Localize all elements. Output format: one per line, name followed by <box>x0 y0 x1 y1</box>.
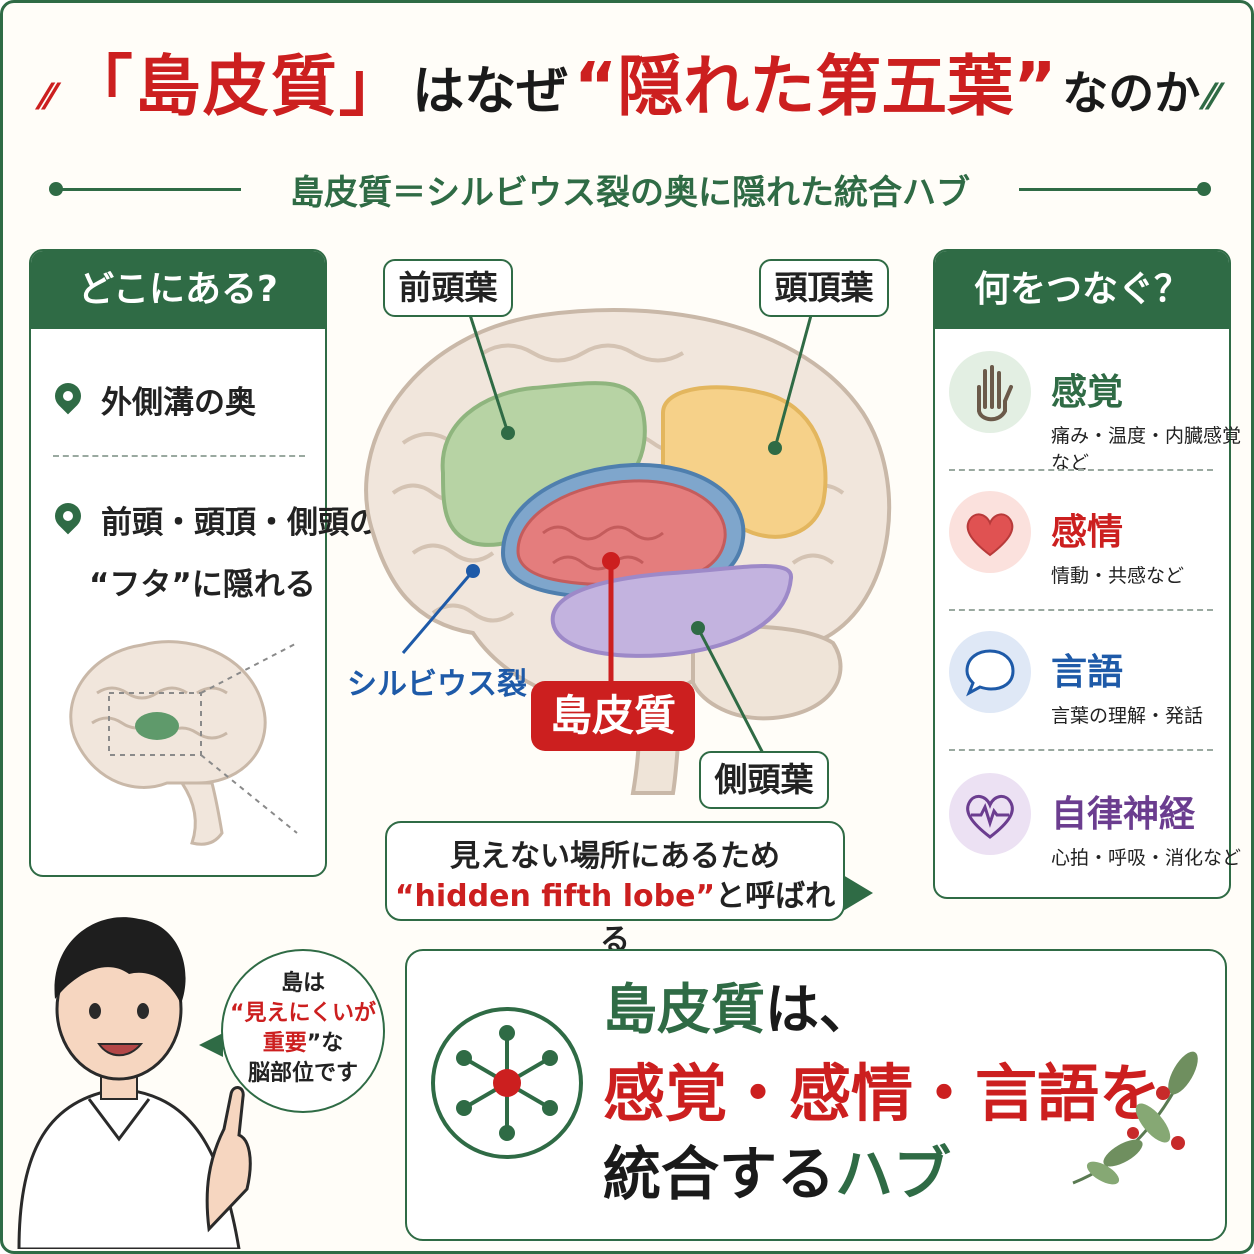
caption-line1: 見えない場所にあるため <box>450 839 780 874</box>
connection-item-language <box>949 631 1031 713</box>
connections-panel-header: 何をつなぐ？ <box>935 251 1229 329</box>
title-part1: 「島皮質」 <box>66 48 407 125</box>
speech-line2: “見えにくいが <box>229 1001 377 1026</box>
divider <box>949 749 1213 751</box>
speech-bubble-tail <box>199 1033 223 1057</box>
autonomic-title: 自律神経 <box>1051 794 1196 835</box>
speech-bubble-icon <box>949 631 1031 713</box>
brain-illustration <box>364 293 892 795</box>
emotion-desc: 情動・共感など <box>1051 565 1185 587</box>
caption-line2: “hidden fifth lobe”と呼ばれる <box>385 871 845 959</box>
connection-item-emotion <box>949 491 1031 573</box>
parietal-lobe-label: 頭頂葉 <box>759 259 889 317</box>
connection-item-sensation <box>949 351 1031 433</box>
location-panel: どこにある? <box>29 249 327 877</box>
sensation-desc: 痛み・温度・内臓感覚など <box>1051 425 1242 474</box>
hand-icon <box>949 351 1031 433</box>
summary-insula: 島皮質 <box>603 978 765 1041</box>
sylvian-fissure-label: シルビウス裂 <box>347 667 527 702</box>
doctor-character-illustration <box>17 917 252 1249</box>
caption-line2-rest: と呼ばれる <box>600 879 836 958</box>
temporal-lobe-label: 側頭葉 <box>699 751 829 809</box>
language-desc: 言葉の理解・発話 <box>1051 705 1204 727</box>
location-panel-header: どこにある? <box>31 251 325 329</box>
divider <box>949 469 1213 471</box>
hidden-fifth-lobe-text: “hidden fifth lobe” <box>394 879 716 914</box>
subtitle: 島皮質＝シルビウス裂の奥に隠れた統合ハブ <box>290 173 970 213</box>
bubble-tail <box>843 875 873 911</box>
autonomic-desc: 心拍・呼吸・消化など <box>1051 847 1242 869</box>
subtitle-line-right <box>1019 188 1199 191</box>
speech-line3-rest: ”な <box>306 1031 344 1056</box>
language-title: 言語 <box>1051 652 1124 693</box>
heart-pulse-icon <box>949 773 1031 855</box>
subtitle-dot-right <box>1197 182 1211 196</box>
location-item-2-line2: “フタ”に隠れる <box>89 567 316 603</box>
hub-network-icon <box>431 1007 583 1159</box>
character-speech-bubble <box>221 949 385 1113</box>
insula-label: 島皮質 <box>531 681 695 751</box>
speech-important: 重要 <box>262 1031 307 1056</box>
sparkle-icon: ⁄⁄ <box>42 77 67 118</box>
summary-integrate: 統合する <box>603 1140 836 1208</box>
title-part3: “隠れた第五葉” <box>573 48 1057 125</box>
summary-line3: 統合するハブ <box>603 1127 951 1211</box>
title-part2: はなぜ <box>412 62 569 122</box>
subtitle-line-left <box>61 188 241 191</box>
frontal-lobe-label: 前頭葉 <box>383 259 513 317</box>
heart-icon <box>949 491 1031 573</box>
summary-line2: 感覚・感情・言語を <box>603 1057 1162 1130</box>
summary-particle: は、 <box>765 978 873 1041</box>
title-part4: なのか <box>1062 66 1201 120</box>
connection-item-autonomic <box>949 773 1031 855</box>
speech-text: 島は “見えにくいが 重要”な 脳部位です <box>221 969 385 1089</box>
page-title: ⁄⁄ 「島皮質」 はなぜ “隠れた第五葉” なのか ⁄⁄ <box>3 33 1254 129</box>
caption-bubble <box>385 821 845 921</box>
subtitle-dot-left <box>49 182 63 196</box>
emotion-title: 感情 <box>1051 512 1124 553</box>
location-item-1: 外側溝の奥 <box>101 385 256 421</box>
summary-line1: 島皮質は、 <box>603 965 873 1044</box>
speech-line1: 島は <box>280 971 325 996</box>
summary-box <box>405 949 1227 1241</box>
location-item-2-line1: 前頭・頭頂・側頭の <box>101 505 380 541</box>
summary-hub: ハブ <box>835 1140 952 1208</box>
speech-line3: 重要”な <box>221 1029 385 1059</box>
divider <box>53 455 305 457</box>
leaf-branch-decoration <box>1072 1051 1198 1185</box>
sensation-title: 感覚 <box>1051 372 1124 413</box>
divider <box>949 609 1213 611</box>
speech-line4: 脳部位です <box>247 1061 358 1086</box>
sparkle-icon: ⁄⁄ <box>1205 77 1218 118</box>
small-brain-illustration <box>69 640 298 846</box>
